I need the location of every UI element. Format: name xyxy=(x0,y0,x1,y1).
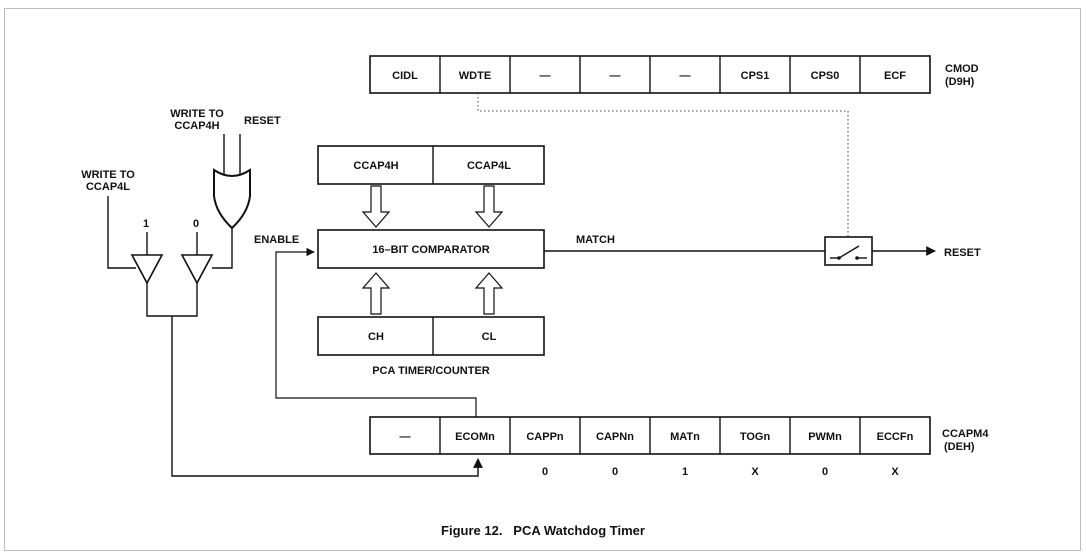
pwmn-value: 0 xyxy=(822,466,828,478)
enable-line xyxy=(275,247,477,417)
figure-caption: Figure 12. PCA Watchdog Timer xyxy=(441,523,645,538)
ccapm4-bit-togn: TOGn xyxy=(740,431,771,443)
cappn-value: 0 xyxy=(542,466,548,478)
enable-label: ENABLE xyxy=(254,234,299,246)
cmod-bit-reserved-3: — xyxy=(680,70,691,82)
ccapm4-name: CCAPM4 xyxy=(942,428,989,440)
ch-label: CH xyxy=(368,331,384,343)
input-one-label: 1 xyxy=(143,218,149,230)
eccfn-value: X xyxy=(891,466,899,478)
ccapm4-bit-ecomn: ECOMn xyxy=(455,431,495,443)
tristate-buffer-2-icon xyxy=(180,254,214,285)
ccap4h-label: CCAP4H xyxy=(353,160,398,172)
cmod-bit-reserved-1: — xyxy=(540,70,551,82)
ccapm4-bit-reserved: — xyxy=(400,431,411,443)
cmod-bit-wdte: WDTE xyxy=(459,70,491,82)
comparator-label: 16–BIT COMPARATOR xyxy=(372,244,489,256)
figure-frame xyxy=(4,8,1081,551)
write-ccap4l-line xyxy=(107,196,136,269)
ccapm4-bit-capnn: CAPNn xyxy=(596,431,634,443)
ccap4l-label: CCAP4L xyxy=(467,160,511,172)
ccap4h-to-comparator-arrow xyxy=(361,185,391,228)
tristate-buffer-1-icon xyxy=(130,254,164,285)
cmod-bit-cidl: CIDL xyxy=(392,70,418,82)
togn-value: X xyxy=(751,466,759,478)
input-zero-label: 0 xyxy=(193,218,199,230)
reset-output-label: RESET xyxy=(944,247,981,259)
ecomn-write-line xyxy=(171,316,483,477)
ch-to-comparator-arrow xyxy=(361,272,391,315)
write-ccap4h-label-line1: WRITE TO xyxy=(170,108,224,120)
comparator-box xyxy=(317,229,545,269)
reset-switch-icon xyxy=(824,236,873,266)
cmod-bit-reserved-2: — xyxy=(610,70,621,82)
cmod-address: (D9H) xyxy=(945,76,975,88)
match-label: MATCH xyxy=(576,234,615,246)
reset-input-label: RESET xyxy=(244,115,281,127)
pca-timer-label: PCA TIMER/COUNTER xyxy=(372,365,490,377)
ccapm4-bit-pwmn: PWMn xyxy=(808,431,842,443)
ccap-register: CCAP4H CCAP4L xyxy=(317,145,545,185)
write-ccap4l-label-line2: CCAP4L xyxy=(86,181,130,193)
or-gate-icon xyxy=(213,168,251,230)
cl-label: CL xyxy=(482,331,497,343)
ccapm4-bit-matn: MATn xyxy=(670,431,700,443)
ccap4l-to-comparator-arrow xyxy=(474,185,504,228)
write-ccap4h-label-line2: CCAP4H xyxy=(174,120,219,132)
cmod-bit-cps0: CPS0 xyxy=(811,70,840,82)
wdte-control-line xyxy=(477,93,849,238)
ccapm4-bit-eccfn: ECCFn xyxy=(877,431,914,443)
write-ccap4l-label-line1: WRITE TO xyxy=(81,169,135,181)
ccapm4-bit-cappn: CAPPn xyxy=(526,431,564,443)
cl-to-comparator-arrow xyxy=(474,272,504,315)
cmod-register: CIDL WDTE — — — CPS1 CPS0 ECF xyxy=(369,55,931,94)
capnn-value: 0 xyxy=(612,466,618,478)
cmod-bit-cps1: CPS1 xyxy=(741,70,770,82)
buffer-output-line xyxy=(146,283,198,317)
matn-value: 1 xyxy=(682,466,688,478)
cmod-bit-ecf: ECF xyxy=(884,70,906,82)
or-output-line xyxy=(212,228,233,269)
cmod-name: CMOD xyxy=(945,63,979,75)
ccapm4-register: — ECOMn CAPPn CAPNn MATn TOGn PWMn ECCFn xyxy=(369,416,931,455)
ccapm4-address: (DEH) xyxy=(944,441,975,453)
pca-timer-register: CH CL xyxy=(317,316,545,356)
